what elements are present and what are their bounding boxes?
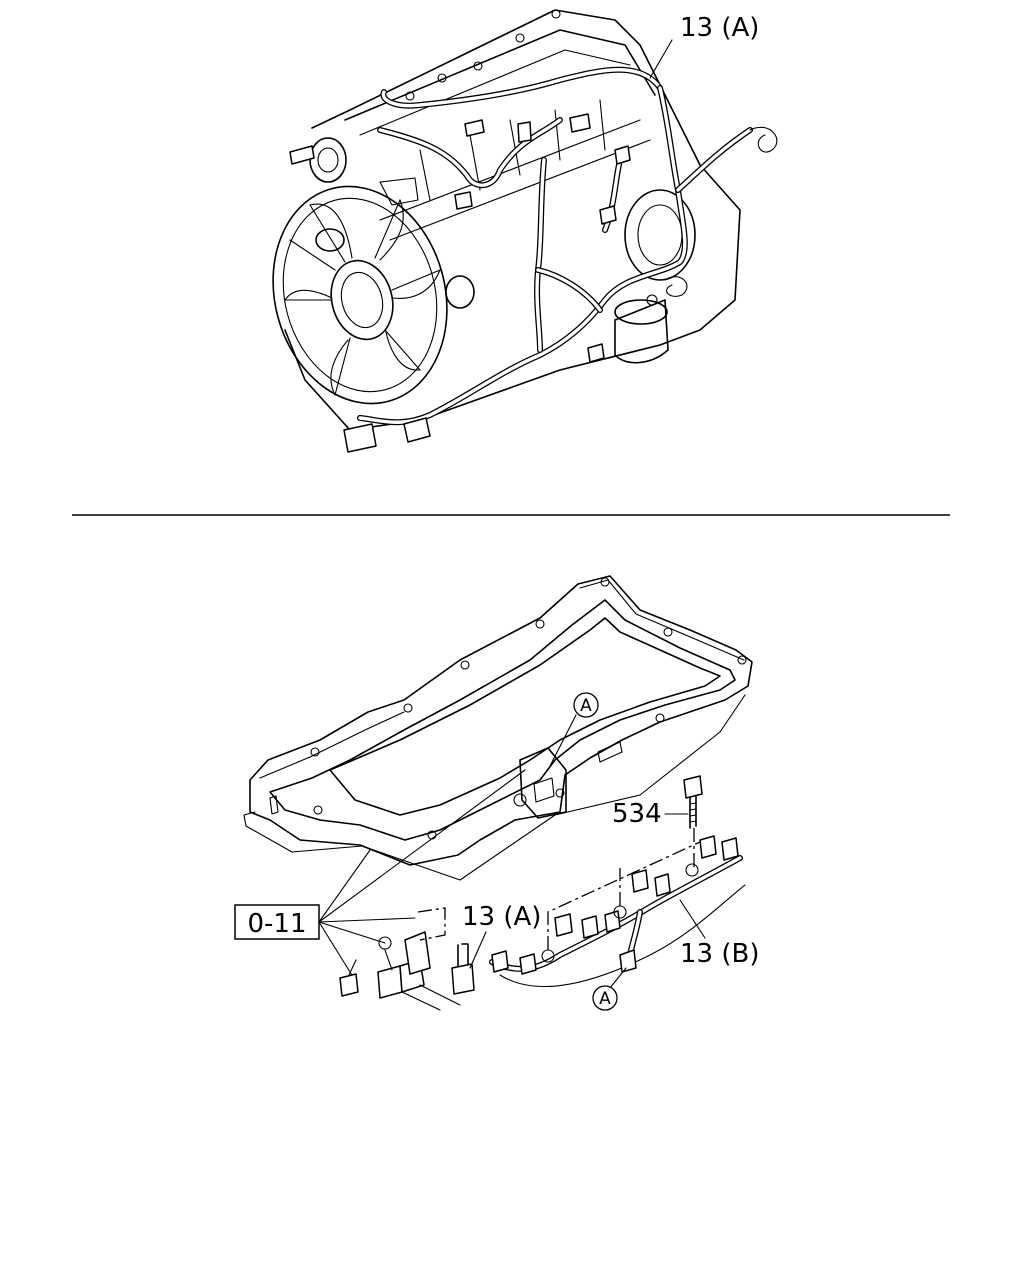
reference-box: [234, 904, 320, 940]
circle-a-upper: [573, 692, 599, 718]
harness-13a-engine: [357, 66, 753, 426]
leaders-0-11: [318, 769, 526, 981]
circle-a-lower-label: A: [599, 989, 611, 1009]
label-13a-top: 13 (A): [680, 13, 759, 43]
label-534: 534: [612, 799, 662, 829]
reference-box-label: 0-11: [247, 909, 306, 939]
fan-icon: [272, 185, 448, 405]
leader-top-13a: [649, 39, 673, 79]
leader-circle-a-upper: [547, 714, 577, 771]
leader-13b: [679, 899, 706, 939]
engine-assembly: [272, 9, 778, 453]
leader-13a-bottom: [469, 931, 487, 969]
label-13b: 13 (B): [680, 939, 759, 969]
ladder-frame: [243, 575, 753, 881]
bolt-534: [683, 775, 703, 829]
connector-13a: [451, 943, 475, 995]
sensor-parts: [339, 907, 461, 1011]
leader-circle-a-lower: [609, 967, 627, 989]
harness-13b: [489, 835, 746, 988]
label-13a-bottom: 13 (A): [462, 902, 541, 932]
circle-a-lower: [592, 985, 618, 1011]
circle-a-upper-label: A: [580, 696, 592, 716]
